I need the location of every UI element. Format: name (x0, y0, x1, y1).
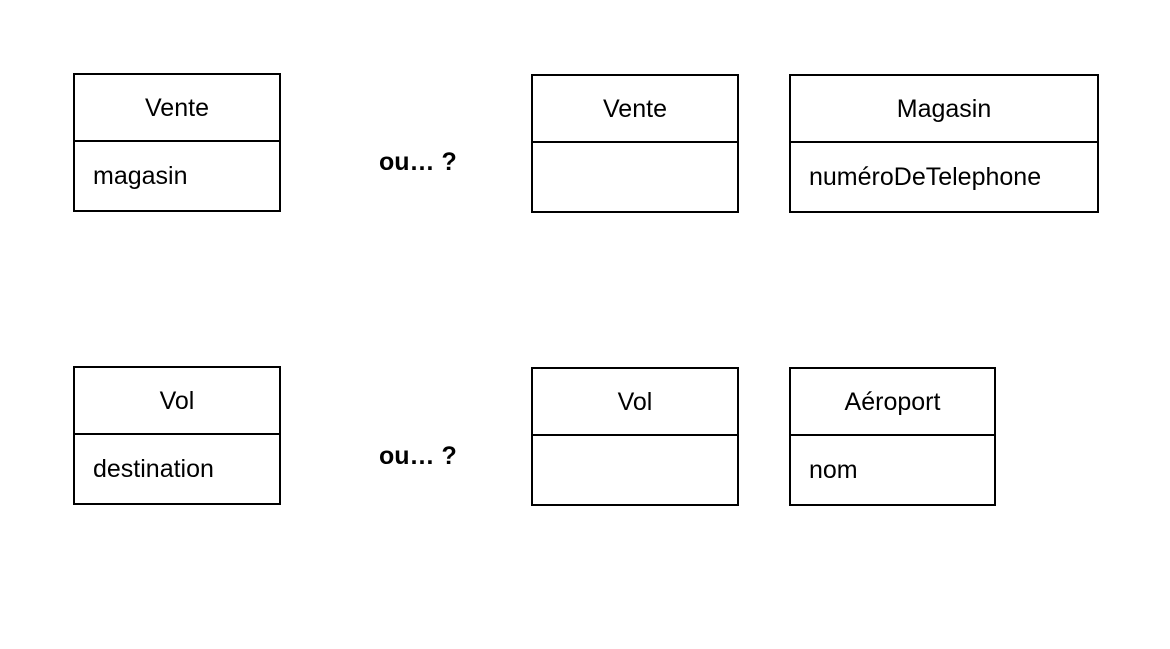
class-box-magasin: Magasin numéroDeTelephone (789, 74, 1099, 213)
alternative-label: ou… ? (379, 148, 457, 176)
class-box-vol-with-attribute: Vol destination (73, 366, 281, 505)
class-box-vol-empty: Vol (531, 367, 739, 506)
class-name: Magasin (791, 76, 1097, 143)
class-name: Vente (75, 75, 279, 142)
class-name: Vol (533, 369, 737, 436)
class-box-vente-with-attribute: Vente magasin (73, 73, 281, 212)
class-box-aeroport: Aéroport nom (789, 367, 996, 506)
class-attribute (533, 436, 737, 503)
class-attribute: magasin (93, 162, 188, 190)
class-box-vente-empty: Vente (531, 74, 739, 213)
class-attribute: destination (93, 455, 214, 483)
alternative-label: ou… ? (379, 442, 457, 470)
class-name: Vol (75, 368, 279, 435)
class-attribute (533, 143, 737, 210)
class-name: Aéroport (791, 369, 994, 436)
class-attribute: nom (809, 456, 858, 484)
class-attribute: numéroDeTelephone (809, 163, 1042, 191)
class-name: Vente (533, 76, 737, 143)
